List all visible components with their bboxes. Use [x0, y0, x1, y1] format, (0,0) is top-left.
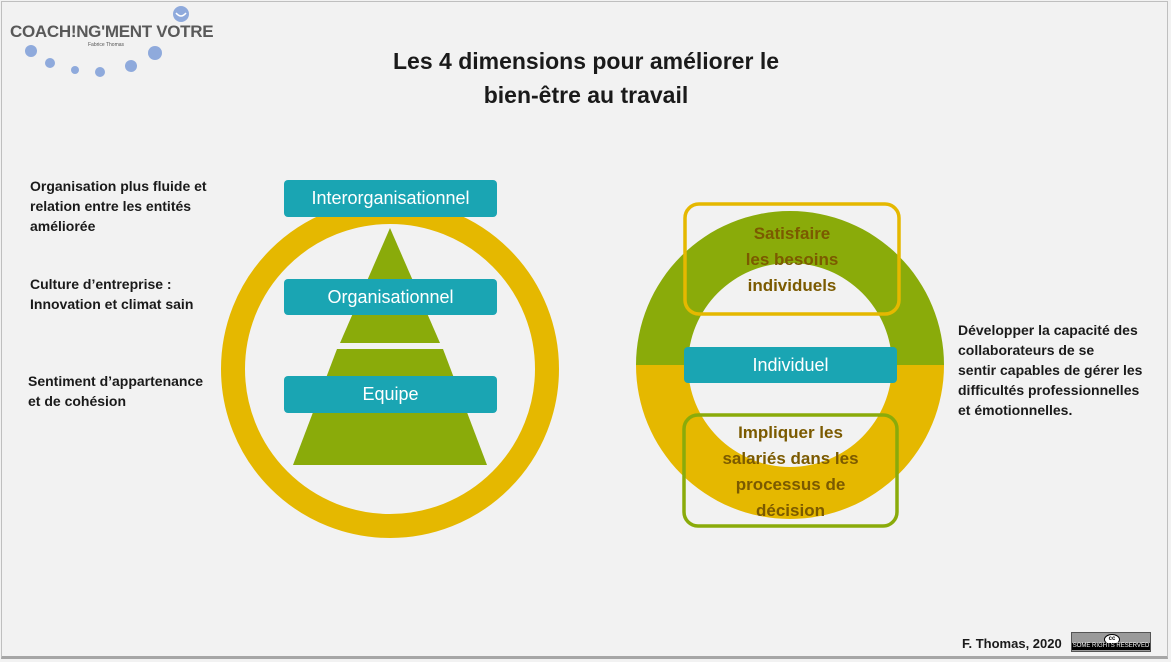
ring-bottom-text: Impliquer les salariés dans les processu…	[684, 420, 897, 524]
level-equipe: Equipe	[284, 376, 497, 413]
text-line: les besoins	[745, 250, 839, 269]
ring-top-text: Satisfaire les besoins individuels	[685, 221, 899, 299]
note-line: Culture d’entreprise :	[30, 276, 172, 292]
note-line: collaborateurs de se	[958, 342, 1095, 358]
note-line: Organisation plus fluide et	[30, 178, 207, 194]
title-line: bien-être au travail	[483, 82, 689, 108]
license-text: SOME RIGHTS RESERVED	[1072, 643, 1150, 650]
note-line: améliorée	[30, 218, 96, 234]
level-interorganisationnel: Interorganisationnel	[284, 180, 497, 217]
text-line: Impliquer les	[738, 423, 843, 442]
footer-author: F. Thomas, 2020	[962, 636, 1062, 651]
note-line: sentir capables de gérer les	[958, 362, 1143, 378]
logo-text: COACH!NG'MENT VOTRE	[10, 22, 214, 41]
note-line: et émotionnelles.	[958, 402, 1073, 418]
note-line: relation entre les entités	[30, 198, 192, 214]
logo-dots	[25, 45, 162, 77]
bottom-highlight-box	[682, 413, 899, 528]
text-line: salariés dans les	[722, 449, 859, 468]
cc-license-badge: cc SOME RIGHTS RESERVED	[1071, 632, 1151, 652]
note-line: Sentiment d’appartenance	[28, 373, 204, 389]
note-line: Innovation et climat sain	[30, 296, 194, 312]
text-line: processus de	[735, 475, 846, 494]
note-organisationnel: Culture d’entreprise : Innovation et cli…	[30, 274, 193, 314]
ring-bottom-half	[636, 365, 944, 519]
note-line: et de cohésion	[28, 393, 127, 409]
text-line: Satisfaire	[753, 224, 831, 243]
note-line: Développer la capacité des	[958, 322, 1138, 338]
note-individuel: Développer la capacité des collaborateur…	[958, 320, 1142, 420]
page-title: Les 4 dimensions pour améliorer le bien-…	[300, 44, 872, 112]
title-line: Les 4 dimensions pour améliorer le	[392, 48, 779, 74]
note-interorganisationnel: Organisation plus fluide et relation ent…	[30, 176, 207, 236]
level-individuel: Individuel	[684, 347, 897, 383]
text-line: individuels	[747, 276, 837, 295]
level-organisationnel: Organisationnel	[284, 279, 497, 315]
text-line: décision	[756, 501, 825, 520]
note-line: difficultés professionnelles	[958, 382, 1140, 398]
note-equipe: Sentiment d’appartenance et de cohésion	[28, 371, 203, 411]
logo-subtitle: Fabrice Thomas	[88, 42, 125, 48]
top-highlight-box	[683, 202, 901, 316]
smile-icon	[173, 6, 189, 22]
ring-top-half	[636, 211, 944, 365]
